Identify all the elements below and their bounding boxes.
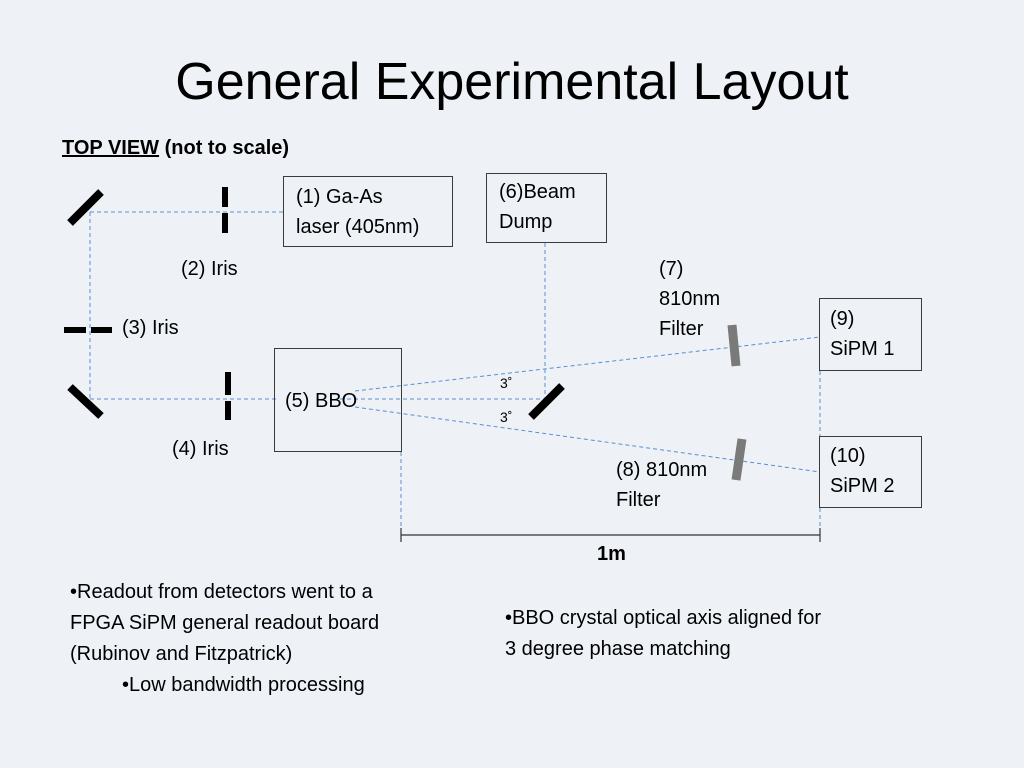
filter-8-label-line1: (8) 810nm <box>616 459 708 481</box>
notes-left-line2: FPGA SiPM general readout board <box>70 612 380 634</box>
beam-dump-label-line2: Dump <box>499 211 553 233</box>
angle-upper-label: 3˚ <box>500 375 513 391</box>
angle-lower-label: 3˚ <box>500 409 513 425</box>
filter-8-label-line2: Filter <box>616 489 661 511</box>
notes-left: •Readout from detectors went to a FPGA S… <box>70 577 379 701</box>
sipm1-label-line1: (9) <box>830 308 855 330</box>
sipm1-box: (9) SiPM 1 <box>819 298 922 371</box>
sipm1-label-line2: SiPM 1 <box>830 338 895 360</box>
iris-4-label: (4) Iris <box>172 438 229 460</box>
sipm2-box: (10) SiPM 2 <box>819 436 922 508</box>
iris-2-label: (2) Iris <box>181 258 238 280</box>
filter-7-label-line1: (7) <box>659 258 684 280</box>
view-label: TOP VIEW (not to scale) <box>62 137 289 160</box>
notes-right: •BBO crystal optical axis aligned for 3 … <box>505 603 821 665</box>
mirror-bottom-left <box>67 384 104 419</box>
notes-left-line4: •Low bandwidth processing <box>122 674 365 696</box>
beam-lower-idler <box>354 406 821 473</box>
page-title: General Experimental Layout <box>175 53 849 111</box>
sipm2-label-line1: (10) <box>830 445 866 467</box>
notes-left-line1: •Readout from detectors went to a <box>70 581 373 603</box>
view-label-underlined: TOP VIEW <box>62 137 160 159</box>
iris-3-label: (3) Iris <box>122 317 179 339</box>
mirror-top-left <box>67 189 104 226</box>
sipm2-label-line2: SiPM 2 <box>830 475 895 497</box>
notes-right-line1: •BBO crystal optical axis aligned for <box>505 607 822 629</box>
filter-8-mark <box>731 438 747 481</box>
mirror-beam-dump <box>528 383 565 420</box>
scale-label: 1m <box>597 543 626 565</box>
notes-left-line3: (Rubinov and Fitzpatrick) <box>70 643 293 665</box>
beam-dump-box: (6)Beam Dump <box>486 173 607 243</box>
bbo-label: (5) BBO <box>285 390 358 412</box>
view-label-rest: (not to scale) <box>159 137 290 159</box>
notes-right-line2: 3 degree phase matching <box>505 638 731 660</box>
beam-upper-signal <box>354 336 821 392</box>
bbo-box <box>274 348 402 452</box>
laser-label-line1: (1) Ga-As <box>296 186 383 208</box>
laser-label-line2: laser (405nm) <box>296 216 420 238</box>
filter-7-mark <box>727 324 741 367</box>
beam-dump-label-line1: (6)Beam <box>499 181 576 203</box>
filter-7-label-line3: Filter <box>659 318 704 340</box>
laser-box: (1) Ga-As laser (405nm) <box>283 176 453 247</box>
filter-7-label-line2: 810nm <box>659 288 721 310</box>
